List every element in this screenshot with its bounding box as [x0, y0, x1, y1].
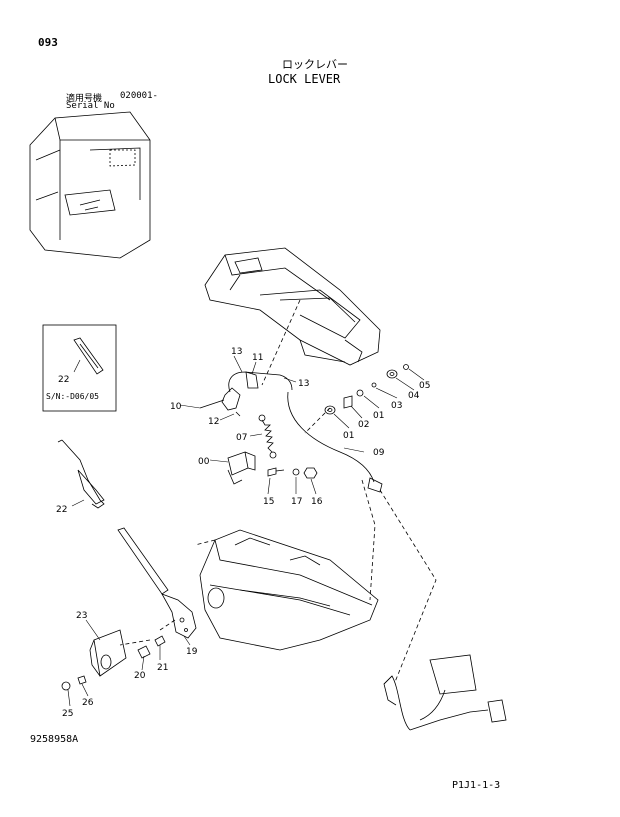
- inset-serial-note: S/N:-D06/05: [46, 392, 99, 401]
- callout-21: 21: [157, 663, 168, 673]
- console-lower: [199, 529, 379, 651]
- callout-19: 19: [186, 647, 198, 657]
- callout-17: 17: [291, 497, 302, 507]
- callout-20: 20: [134, 671, 146, 681]
- callout-01b: 01: [373, 411, 384, 421]
- assembly-lines: [119, 299, 437, 683]
- serial-label-japanese: 適用号機: [66, 94, 103, 104]
- callout-10: 10: [170, 402, 182, 412]
- grip-22-inset: [73, 337, 104, 375]
- spring-07: [258, 414, 277, 459]
- lock-lever-22: [57, 439, 197, 639]
- serial-label-english: Serial No: [66, 101, 115, 111]
- callout-01a: 01: [343, 431, 354, 441]
- callout-07: 07: [236, 433, 247, 443]
- drawing-number: 9258958A: [30, 734, 79, 745]
- switch-00: [227, 451, 256, 485]
- title-japanese: ロックレバー: [282, 58, 348, 71]
- callout-12: 12: [208, 417, 219, 427]
- cable-09: [287, 391, 383, 493]
- callout-23: 23: [76, 611, 87, 621]
- inset-box: [42, 324, 117, 412]
- harness-13: [199, 371, 293, 417]
- harness-lower-right: [383, 654, 507, 731]
- callout-13a: 13: [231, 347, 242, 357]
- callout-22: 22: [56, 505, 67, 515]
- console-upper: [204, 247, 381, 366]
- callout-05: 05: [419, 381, 430, 391]
- callout-09: 09: [373, 448, 385, 458]
- callout-02: 02: [358, 420, 369, 430]
- callout-00: 00: [198, 457, 210, 467]
- title-english: LOCK LEVER: [268, 72, 341, 86]
- callout-labels: 13 11 13 10 12 07 00 09 15 17 16 01 02 0…: [56, 347, 430, 719]
- callout-13b: 13: [298, 379, 309, 389]
- callout-22-inset: 22: [58, 375, 69, 385]
- callout-03: 03: [391, 401, 402, 411]
- callout-15: 15: [263, 497, 274, 507]
- cab-overview-sketch: [29, 111, 151, 259]
- callout-04: 04: [408, 391, 420, 401]
- cover-23: [89, 629, 127, 677]
- page-reference: P1J1-1-3: [452, 780, 501, 791]
- page-number: 093: [38, 36, 58, 49]
- callout-26: 26: [82, 698, 94, 708]
- small-hardware: [267, 467, 318, 479]
- leader-lines: [67, 355, 425, 707]
- washers-nuts: [324, 364, 409, 415]
- serial-range: 020001-: [120, 91, 158, 101]
- callout-25: 25: [62, 709, 73, 719]
- callout-11: 11: [252, 353, 263, 363]
- callout-16: 16: [311, 497, 323, 507]
- bolts: [61, 635, 166, 691]
